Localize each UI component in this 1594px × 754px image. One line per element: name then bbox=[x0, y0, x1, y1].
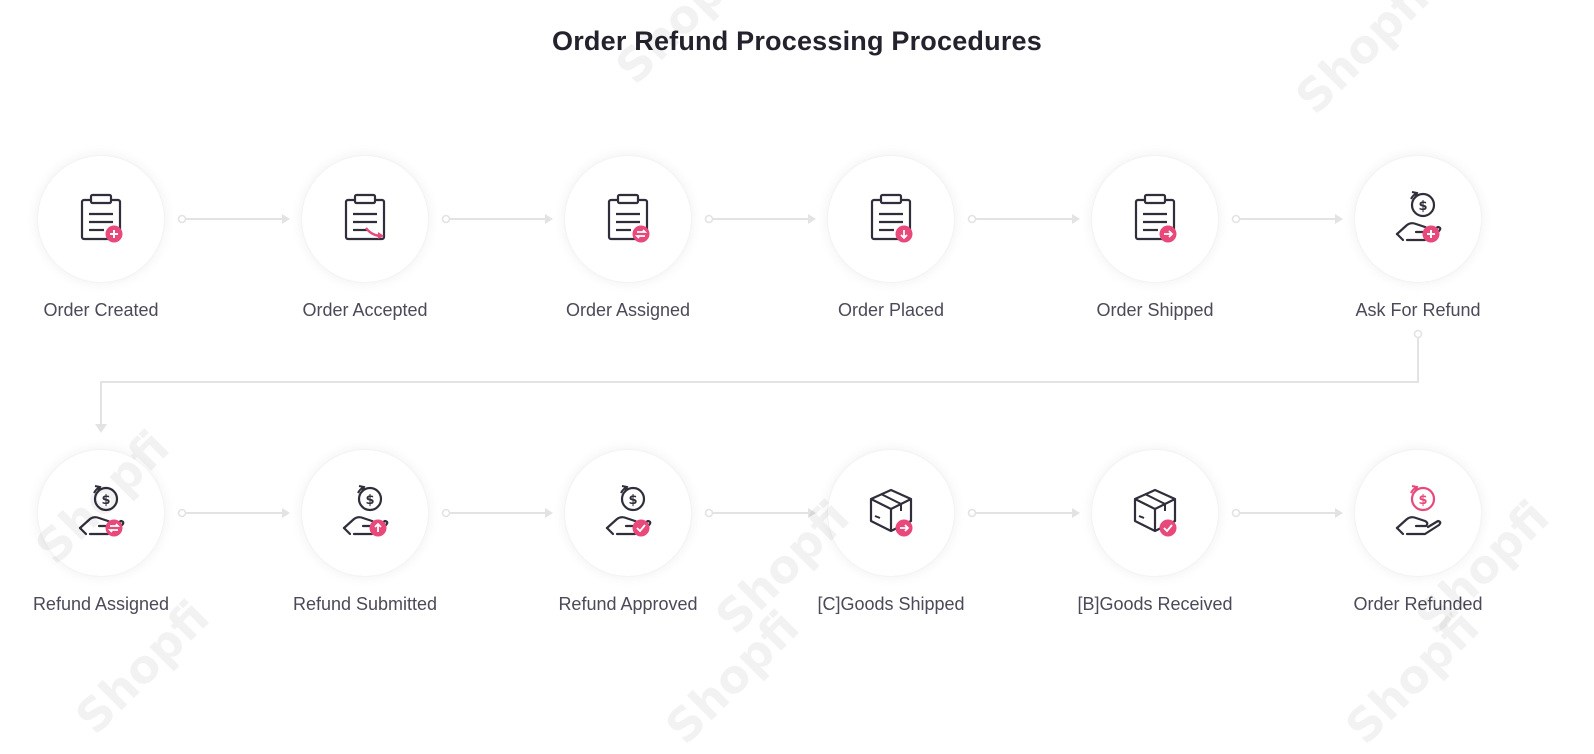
connector-start-dot bbox=[441, 508, 451, 518]
connector-arrowhead bbox=[282, 214, 290, 224]
wrap-connector-line bbox=[100, 338, 1419, 424]
step-label: [C]Goods Shipped bbox=[817, 594, 965, 614]
step-label: Order Placed bbox=[837, 300, 945, 320]
refund-hand-check-icon: $ bbox=[605, 485, 652, 537]
connector-start-dot bbox=[441, 214, 451, 224]
step-label: Ask For Refund bbox=[1355, 300, 1481, 320]
step-label: [B]Goods Received bbox=[1077, 594, 1233, 614]
step-label: Refund Assigned bbox=[32, 594, 170, 614]
svg-text:$: $ bbox=[628, 493, 637, 508]
connector-arrowhead bbox=[545, 214, 553, 224]
wrap-connector-arrowhead bbox=[95, 424, 107, 433]
connector-start-dot bbox=[967, 214, 977, 224]
step-node: $ bbox=[1355, 450, 1481, 576]
clipboard-down-icon bbox=[870, 193, 913, 243]
connector-start-dot bbox=[177, 214, 187, 224]
wrap-connector-start-dot bbox=[1413, 329, 1423, 339]
step-node: $ bbox=[1355, 156, 1481, 282]
clipboard-plus-icon bbox=[80, 193, 123, 243]
connector-start-dot bbox=[704, 508, 714, 518]
connector-arrowhead bbox=[1072, 508, 1080, 518]
connector-start-dot bbox=[967, 508, 977, 518]
box-check-icon bbox=[1133, 488, 1177, 537]
refund-hand-up-icon: $ bbox=[342, 485, 389, 537]
step-node bbox=[1092, 450, 1218, 576]
connector-arrowhead bbox=[1335, 508, 1343, 518]
connector-start-dot bbox=[177, 508, 187, 518]
step-label: Refund Approved bbox=[558, 594, 698, 614]
step-label: Order Accepted bbox=[302, 300, 428, 320]
step-node bbox=[38, 156, 164, 282]
step-label: Order Created bbox=[43, 300, 159, 320]
step-node bbox=[565, 156, 691, 282]
step-node bbox=[1092, 156, 1218, 282]
step-label: Refund Submitted bbox=[292, 594, 438, 614]
step-node bbox=[302, 156, 428, 282]
step-node bbox=[828, 450, 954, 576]
flow-connectors bbox=[95, 214, 1423, 518]
connector-arrowhead bbox=[808, 508, 816, 518]
connector-start-dot bbox=[1231, 508, 1241, 518]
svg-text:$: $ bbox=[1418, 493, 1427, 508]
connector-arrowhead bbox=[1072, 214, 1080, 224]
step-node: $ bbox=[302, 450, 428, 576]
refund-hand-plus-icon: $ bbox=[1395, 191, 1442, 243]
step-label: Order Shipped bbox=[1096, 300, 1214, 320]
step-label: Order Refunded bbox=[1353, 594, 1483, 614]
step-label: Order Assigned bbox=[565, 300, 691, 320]
refund-hand-icon: $ bbox=[1395, 485, 1442, 536]
connector-arrowhead bbox=[1335, 214, 1343, 224]
clipboard-arrow-icon bbox=[344, 193, 386, 241]
clipboard-right-icon bbox=[1134, 193, 1177, 243]
svg-text:$: $ bbox=[101, 493, 110, 508]
clipboard-swap-icon bbox=[607, 193, 650, 243]
connector-start-dot bbox=[1231, 214, 1241, 224]
step-node: $ bbox=[38, 450, 164, 576]
box-right-icon bbox=[869, 488, 913, 537]
svg-text:$: $ bbox=[365, 493, 374, 508]
step-node bbox=[828, 156, 954, 282]
connector-arrowhead bbox=[282, 508, 290, 518]
page-title: Order Refund Processing Procedures bbox=[552, 26, 1042, 56]
connector-start-dot bbox=[704, 214, 714, 224]
connector-arrowhead bbox=[808, 214, 816, 224]
refund-hand-swap-icon: $ bbox=[78, 485, 125, 537]
svg-text:$: $ bbox=[1418, 199, 1427, 214]
step-node: $ bbox=[565, 450, 691, 576]
connector-arrowhead bbox=[545, 508, 553, 518]
